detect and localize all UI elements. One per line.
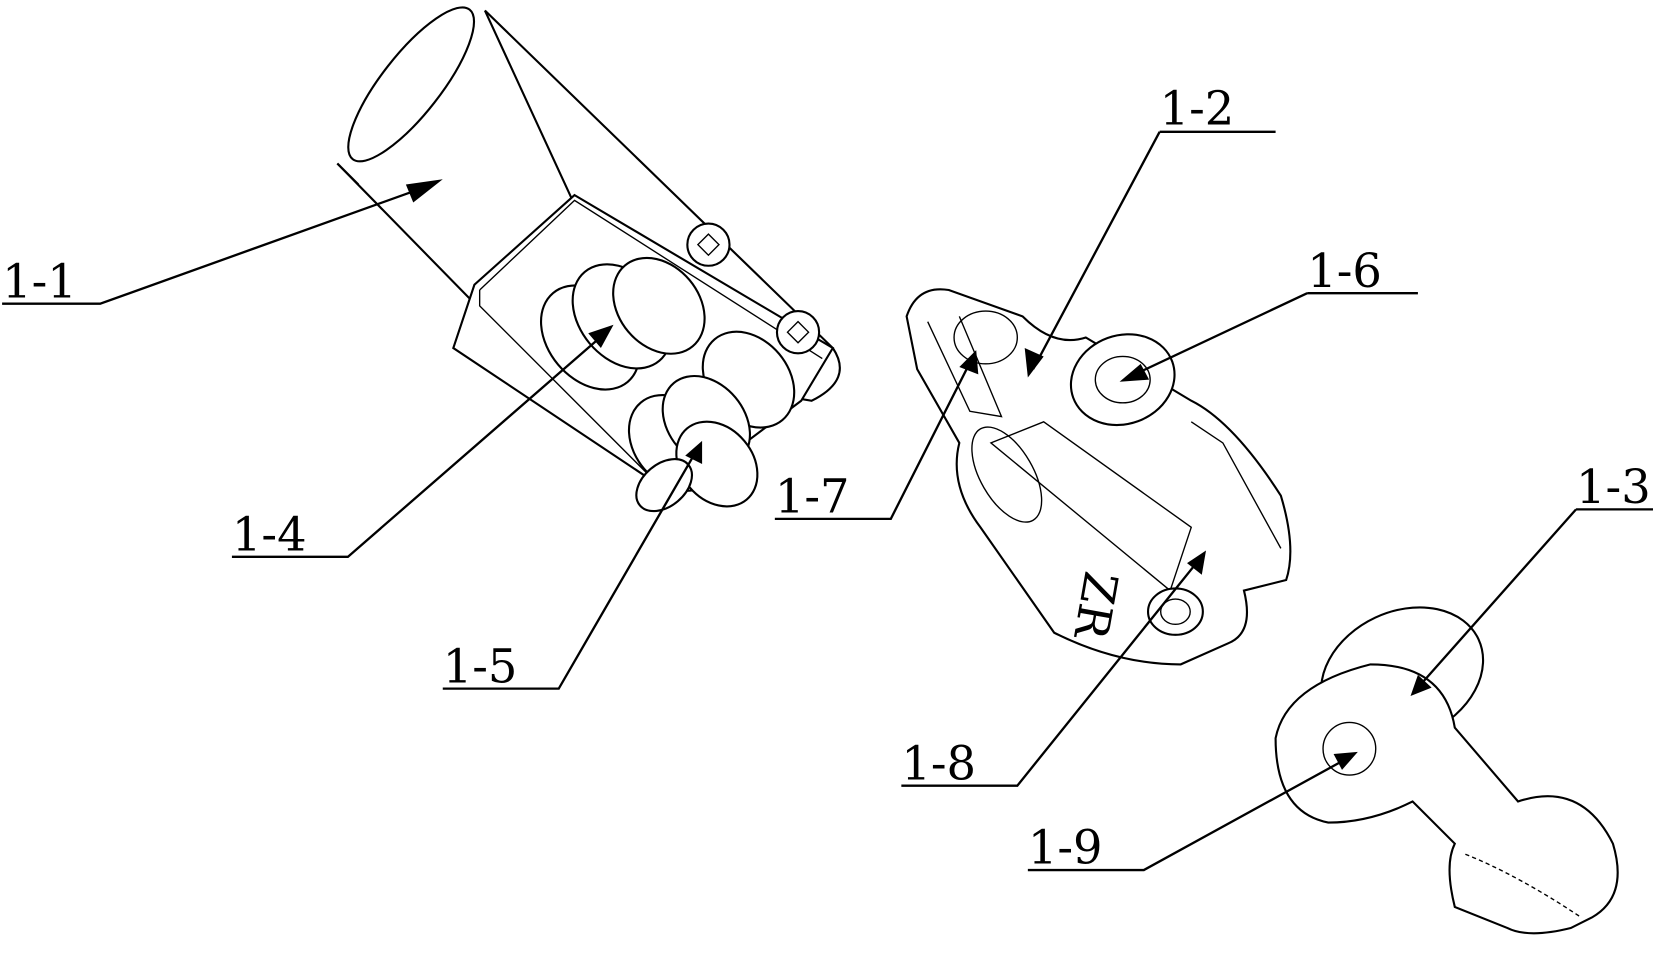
part-marking-zr: ZR — [1063, 568, 1128, 646]
label-1-6: 1-6 — [1307, 244, 1382, 298]
label-1-2: 1-2 — [1160, 81, 1235, 135]
label-1-8: 1-8 — [901, 736, 976, 790]
label-1-1: 1-1 — [2, 254, 77, 308]
leader-lines — [2, 130, 1653, 872]
link-part-1-2: ZR — [905, 288, 1292, 666]
label-1-7: 1-7 — [775, 470, 850, 524]
roller-part-1-5 — [627, 374, 759, 513]
label-1-5: 1-5 — [443, 639, 518, 693]
screw-part-1-8 — [1146, 587, 1204, 636]
label-1-9: 1-9 — [1028, 821, 1103, 875]
label-1-3: 1-3 — [1576, 460, 1651, 514]
lever-part-1-3 — [1274, 606, 1619, 935]
label-1-4: 1-4 — [232, 507, 307, 561]
